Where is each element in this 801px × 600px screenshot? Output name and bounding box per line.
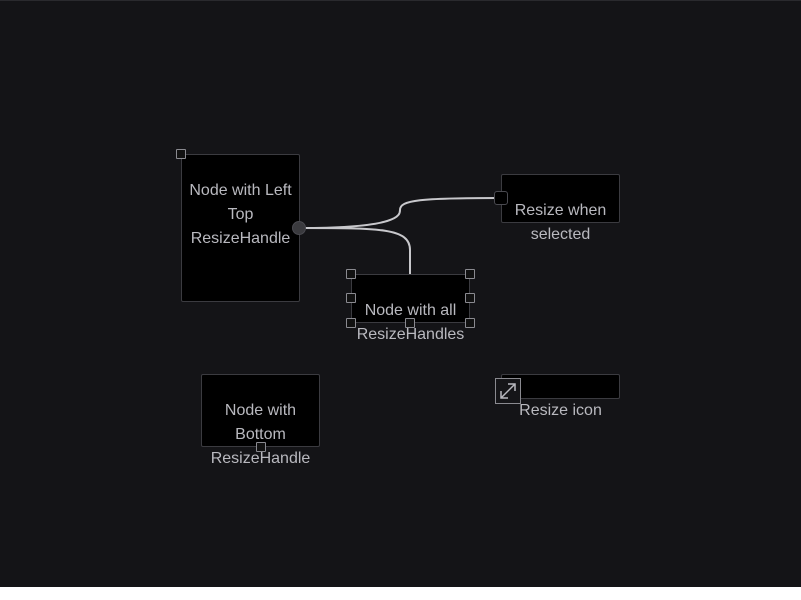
- node-left-top-resize[interactable]: Node with Left Top ResizeHandle: [181, 154, 300, 302]
- node-label: Resize icon: [519, 402, 602, 419]
- resize-handle-bottom-left[interactable]: [346, 318, 356, 328]
- node-label: Node with Left Top ResizeHandle: [189, 182, 292, 247]
- resize-handle-left[interactable]: [346, 293, 356, 303]
- node-bottom-resize[interactable]: Node with Bottom ResizeHandle: [201, 374, 320, 467]
- resize-handle-right[interactable]: [465, 293, 475, 303]
- top-border: [0, 0, 801, 1]
- resize-handle-bottom[interactable]: [405, 318, 415, 328]
- source-handle[interactable]: [292, 221, 306, 235]
- diagonal-resize-arrow-icon[interactable]: [495, 378, 521, 404]
- resize-handle-bottom[interactable]: [256, 442, 266, 452]
- edge-left-to-selected: [299, 197, 501, 229]
- resize-handle-bottom-right[interactable]: [465, 318, 475, 328]
- node-all-resize-handles[interactable]: Node with all ResizeHandles: [351, 274, 470, 343]
- node-label: Node with Bottom ResizeHandle: [210, 402, 311, 467]
- node-label: Node with all ResizeHandles: [356, 302, 465, 343]
- resize-handle-top-left[interactable]: [176, 149, 186, 159]
- edges-layer: [299, 197, 501, 274]
- node-label: Resize when selected: [514, 202, 607, 243]
- node-resize-when-selected[interactable]: Resize when selected: [501, 174, 620, 243]
- resize-handle-top-right[interactable]: [465, 269, 475, 279]
- target-handle[interactable]: [494, 191, 508, 205]
- resize-handle-top-left[interactable]: [346, 269, 356, 279]
- edge-left-to-all: [299, 227, 411, 274]
- flow-canvas[interactable]: Node with Left Top ResizeHandle Resize w…: [0, 0, 801, 587]
